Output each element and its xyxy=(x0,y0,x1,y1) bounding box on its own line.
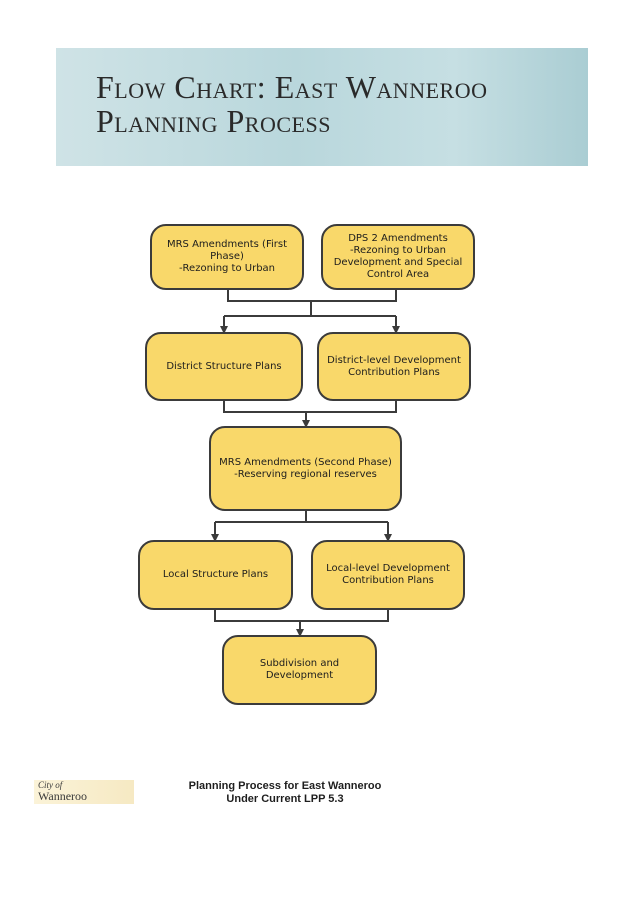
node-district-development-contribution-plans: District-level Development Contribution … xyxy=(317,332,471,401)
node-label: District-level Development Contribution … xyxy=(327,354,461,378)
title-banner: Flow Chart: East Wanneroo Planning Proce… xyxy=(56,48,588,166)
title-line-2: Planning Process xyxy=(96,103,331,139)
node-label: Local-level Development Contribution Pla… xyxy=(326,563,450,586)
caption-line-2: Under Current LPP 5.3 xyxy=(226,793,344,805)
node-label: District Structure Plans xyxy=(166,360,282,372)
node-label: MRS Amendments (Second Phase) -Reserving… xyxy=(219,456,392,480)
title-line-1: Flow Chart: East Wanneroo xyxy=(96,69,488,105)
node-district-structure-plans: District Structure Plans xyxy=(145,332,303,401)
node-label: MRS Amendments (First Phase) -Rezoning t… xyxy=(166,239,287,274)
logo-line-2: Wanneroo xyxy=(38,789,88,803)
node-label: Subdivision and Development xyxy=(259,658,340,681)
node-local-development-contribution-plans: Local-level Development Contribution Pla… xyxy=(311,540,465,610)
node-subdivision-and-development: Subdivision and Development xyxy=(222,635,377,705)
node-dps2-amendments: DPS 2 Amendments -Rezoning to Urban Deve… xyxy=(321,224,475,290)
connector-phase1-merge xyxy=(227,290,397,302)
connector-phase4-merge xyxy=(214,610,389,622)
logo-line-1: City of xyxy=(38,780,63,790)
node-local-structure-plans: Local Structure Plans xyxy=(138,540,293,610)
caption-line-1: Planning Process for East Wanneroo xyxy=(188,780,382,792)
node-label: Local Structure Plans xyxy=(162,569,269,580)
node-mrs-amendments-second-phase: MRS Amendments (Second Phase) -Reserving… xyxy=(209,426,402,511)
connector-phase2-merge xyxy=(223,401,397,413)
node-label: DPS 2 Amendments -Rezoning to Urban Deve… xyxy=(333,233,463,280)
page-title: Flow Chart: East Wanneroo Planning Proce… xyxy=(96,70,487,138)
figure-caption: Planning Process for East Wanneroo Under… xyxy=(160,780,410,806)
node-mrs-amendments-first-phase: MRS Amendments (First Phase) -Rezoning t… xyxy=(150,224,304,290)
city-of-wanneroo-logo: City of Wanneroo xyxy=(34,780,134,804)
